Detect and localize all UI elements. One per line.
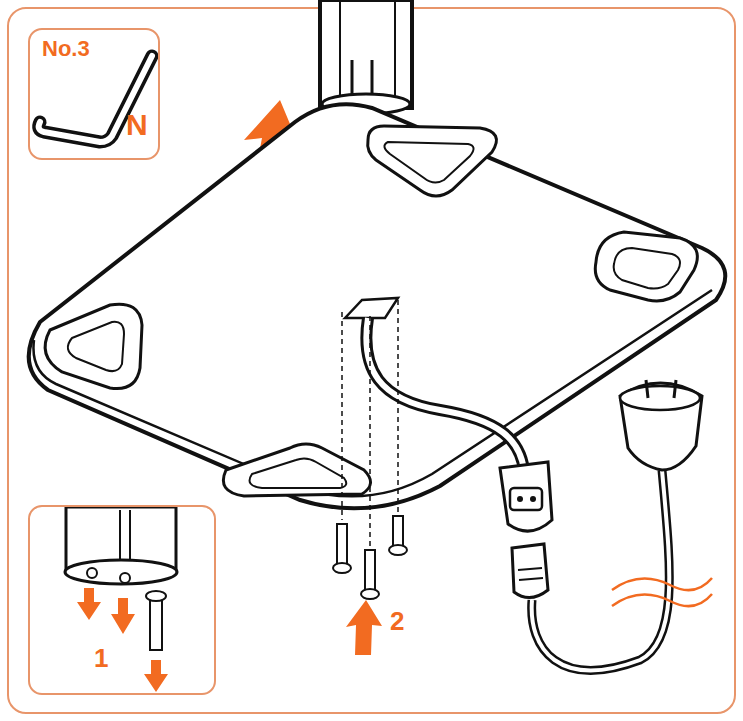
callout-number: 1 (94, 645, 108, 671)
tool-inset: No.3N (28, 28, 160, 160)
hex-key (39, 56, 152, 142)
mains-cord (512, 380, 712, 670)
base-plate (29, 104, 726, 508)
insert-arrow (346, 600, 382, 655)
column-detail (65, 507, 177, 692)
callout-number: 2 (390, 608, 404, 634)
plate-foot (45, 126, 697, 496)
outer-frame (8, 8, 735, 713)
column (320, 0, 412, 114)
tool-letter: N (126, 110, 148, 140)
power-cable (345, 298, 552, 531)
tool-size: No.3 (42, 38, 90, 60)
screws (333, 300, 407, 599)
step-inset: 1 (28, 505, 216, 695)
